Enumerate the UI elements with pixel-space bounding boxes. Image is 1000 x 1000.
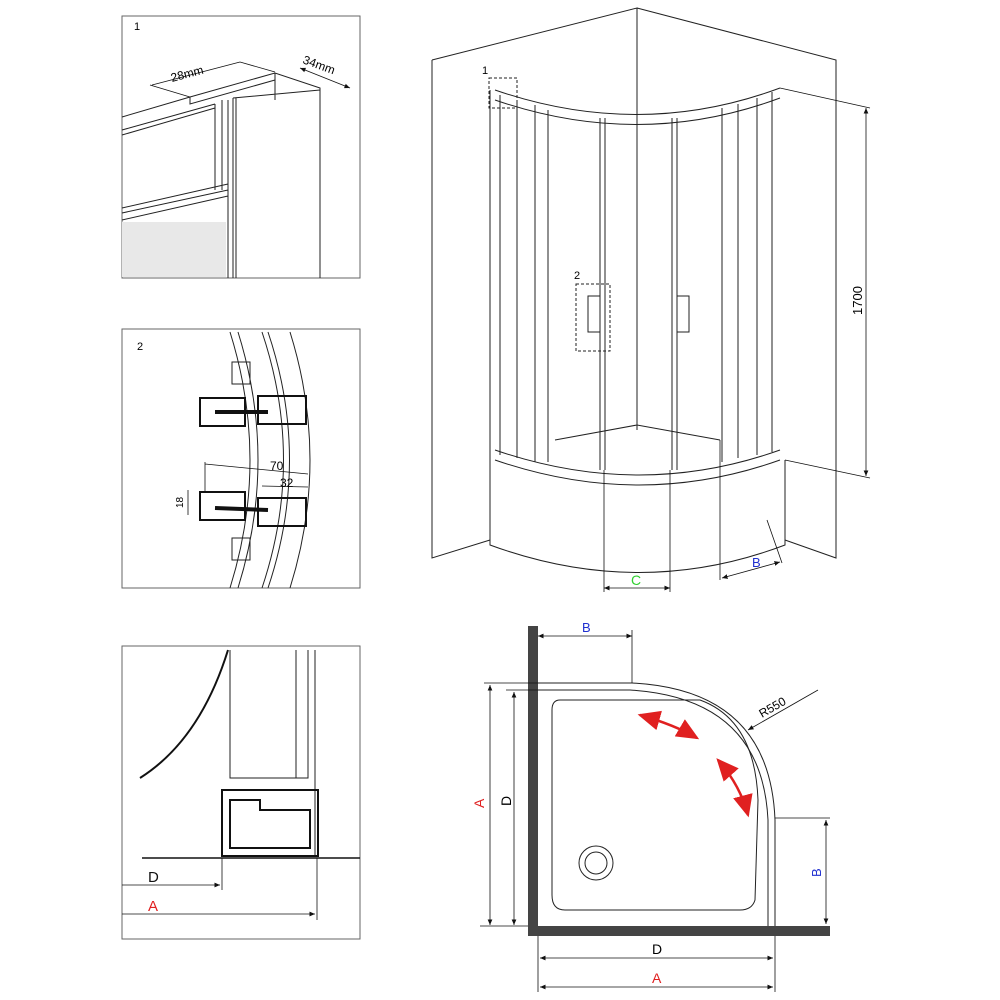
dim-a-label: A — [148, 898, 158, 915]
detail-2-label: 2 — [137, 341, 143, 353]
perspective-view: 1 2 1700 C B — [431, 7, 871, 592]
dim-32: 32 — [280, 476, 294, 490]
bottom-wall — [528, 926, 830, 936]
plan-dim-d-left: D — [498, 796, 514, 806]
plan-dim-b-right: B — [809, 868, 824, 877]
dim-b-label: B — [752, 555, 761, 570]
plan-dim-a-bottom: A — [652, 970, 662, 986]
callout-1: 1 — [482, 65, 488, 77]
detail-1-panel: 1 28mm 34mm — [121, 15, 361, 279]
dim-28mm: 28mm — [169, 63, 205, 85]
left-wall — [528, 626, 538, 936]
detail-1-label: 1 — [134, 21, 140, 33]
plan-radius-label: R550 — [757, 694, 789, 721]
dim-c-label: C — [631, 572, 641, 588]
dim-34mm: 34mm — [301, 53, 337, 78]
dim-1700: 1700 — [850, 286, 865, 315]
plan-dim-d-bottom: D — [652, 941, 662, 957]
detail-3-panel: D A — [121, 645, 361, 940]
callout-2: 2 — [574, 270, 580, 282]
dim-70: 70 — [270, 459, 284, 473]
dim-18: 18 — [175, 496, 186, 508]
dim-d-label: D — [148, 869, 159, 886]
plan-dim-a-left: A — [471, 798, 487, 808]
plan-view: B A D R550 B D A — [471, 620, 830, 992]
plan-dim-b-top: B — [582, 620, 591, 635]
detail-2-panel: 2 70 32 18 — [121, 328, 361, 589]
